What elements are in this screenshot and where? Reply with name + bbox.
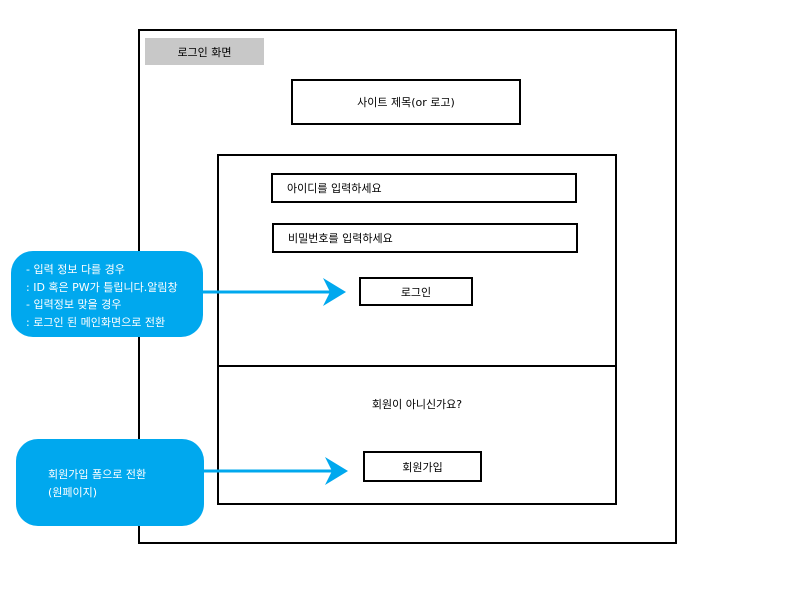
login-note-line: : 로그인 된 메인화면으로 전환 [26, 315, 166, 329]
site-title-box: 사이트 제목(or 로고) [291, 79, 521, 125]
login-note-line: : ID 혹은 PW가 틀립니다.알림창 [26, 280, 178, 294]
signup-note-line: (원페이지) [48, 486, 98, 499]
id-input[interactable]: 아이디를 입력하세요 [271, 173, 577, 203]
login-note-line: - 입력 정보 다를 경우 [26, 263, 125, 276]
login-annotation-callout: - 입력 정보 다를 경우 : ID 혹은 PW가 틀립니다.알림창 - 입력정… [11, 251, 203, 337]
signup-button[interactable]: 회원가입 [363, 451, 482, 482]
signup-annotation-arrow [204, 457, 348, 485]
signup-note-line: 회원가입 폼으로 전환 [48, 468, 147, 481]
screen-tab-label: 로그인 화면 [145, 38, 264, 65]
signup-annotation-callout: 회원가입 폼으로 전환 (원페이지) [16, 439, 204, 526]
password-input[interactable]: 비밀번호를 입력하세요 [272, 223, 578, 253]
signup-question: 회원이 아니신가요? [371, 398, 463, 411]
login-button[interactable]: 로그인 [359, 277, 473, 306]
login-note-line: - 입력정보 맞을 경우 [26, 298, 122, 311]
login-annotation-arrow [203, 278, 346, 306]
